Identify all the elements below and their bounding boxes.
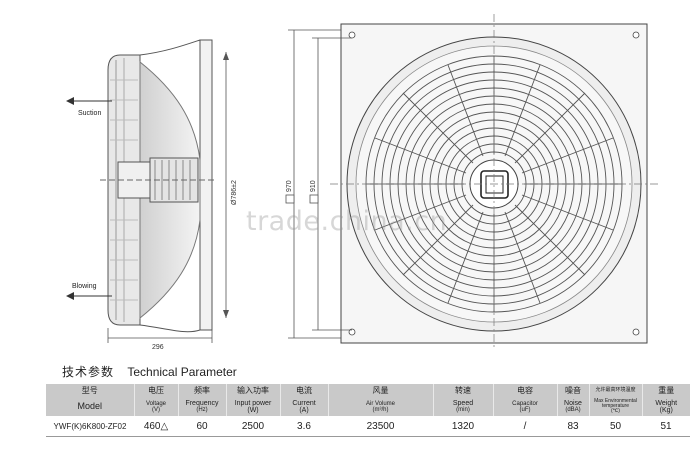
cell-capacitor: / xyxy=(493,416,557,437)
cell-speed: 1320 xyxy=(433,416,493,437)
header-unit-speed: (min) xyxy=(456,407,470,413)
header-en-noise: Noise(dBA) xyxy=(556,397,589,416)
header-en-input-power-text: Input power xyxy=(234,399,272,407)
table-header-cn: 型号 电压 频率 输入功率 电流 风量 转速 电容 噪音 允许最高环境温度 重量 xyxy=(46,384,690,397)
header-en-capacitor-text: Capacitor xyxy=(512,400,538,407)
header-unit-max-temp: (℃) xyxy=(611,408,620,414)
cell-input-power: 2500 xyxy=(226,416,280,437)
header-en-weight: Weight(Kg) xyxy=(641,397,690,416)
outer-dimension: 970 xyxy=(286,180,293,192)
inner-dimension: 910 xyxy=(310,180,317,192)
header-en-current-text: Current xyxy=(292,399,316,407)
depth-dimension: 296 xyxy=(152,344,164,350)
header-en-max-temp-text: Max Environmental temperature xyxy=(594,398,637,409)
header-en-weight-text: Weight xyxy=(655,399,678,407)
header-unit-weight: (Kg) xyxy=(659,406,673,414)
header-en-model: Model xyxy=(46,397,134,416)
header-cn-frequency: 频率 xyxy=(177,384,226,397)
cell-noise: 83 xyxy=(557,416,589,437)
header-unit-air-volume: (m³/h) xyxy=(372,406,389,413)
header-en-capacitor: Capacitor(uF) xyxy=(492,397,557,416)
cell-air-volume: 23500 xyxy=(328,416,433,437)
header-cn-max-temp: 允许最高环境温度 xyxy=(588,384,642,397)
header-cn-model: 型号 xyxy=(46,384,134,397)
watermark: trade.china.cn xyxy=(246,206,448,237)
header-en-air-volume: Air Volume(m³/h) xyxy=(327,397,433,416)
front-view xyxy=(330,14,660,350)
header-unit-noise: (dBA) xyxy=(565,407,581,413)
cell-voltage: 460△ xyxy=(134,416,178,437)
section-title-en: Technical Parameter xyxy=(127,365,237,379)
header-unit-current: (A) xyxy=(299,406,309,414)
header-en-speed-text: Speed xyxy=(452,400,474,407)
section-title: 技术参数 Technical Parameter xyxy=(62,363,237,380)
suction-label: Suction xyxy=(78,110,101,117)
header-en-air-volume-text: Air Volume xyxy=(365,400,395,407)
header-cn-weight: 重量 xyxy=(641,384,690,397)
cell-current: 3.6 xyxy=(280,416,328,437)
header-en-voltage-text: Voltage xyxy=(145,400,167,407)
header-unit-voltage: (V) xyxy=(152,406,160,413)
header-en-speed: Speed(min) xyxy=(432,397,493,416)
diameter-dimension: Ø786±2 xyxy=(231,180,238,205)
cell-model: YWF(K)6K800-ZF02 xyxy=(46,416,134,437)
section-title-cn: 技术参数 xyxy=(62,365,115,379)
table-row: YWF(K)6K800-ZF02 460△ 60 2500 3.6 23500 … xyxy=(46,416,690,437)
fan-technical-drawing: Suction Blowing Ø786±2 296 xyxy=(66,14,660,350)
header-cn-speed: 转速 xyxy=(432,384,493,397)
header-en-voltage: Voltage(V) xyxy=(133,397,178,416)
header-en-noise-text: Noise xyxy=(564,400,582,407)
header-en-model-text: Model xyxy=(77,401,102,411)
cell-weight: 51 xyxy=(642,416,690,437)
header-en-max-temp: Max Environmental temperature(℃) xyxy=(588,397,642,416)
header-cn-input-power: 输入功率 xyxy=(225,384,280,397)
header-unit-input-power: (W) xyxy=(247,406,259,414)
header-unit-capacitor: (uF) xyxy=(519,406,531,413)
front-dimensions xyxy=(285,29,352,339)
cell-frequency: 60 xyxy=(178,416,226,437)
header-en-input-power: Input power(W) xyxy=(225,397,280,416)
header-cn-capacitor: 电容 xyxy=(492,384,557,397)
header-cn-noise: 噪音 xyxy=(556,384,589,397)
side-view xyxy=(66,39,229,343)
header-en-frequency: Frequency(Hz) xyxy=(177,397,226,416)
header-cn-current: 电流 xyxy=(279,384,328,397)
header-unit-frequency: (Hz) xyxy=(196,407,208,413)
cell-max-temp: 50 xyxy=(589,416,642,437)
header-en-current: Current(A) xyxy=(279,397,328,416)
blowing-label: Blowing xyxy=(72,283,97,290)
header-en-frequency-text: Frequency xyxy=(185,400,219,407)
header-cn-air-volume: 风量 xyxy=(327,384,433,397)
header-cn-voltage: 电压 xyxy=(133,384,178,397)
table-header-en: Model Voltage(V) Frequency(Hz) Input pow… xyxy=(46,397,690,416)
technical-parameter-table: 型号 电压 频率 输入功率 电流 风量 转速 电容 噪音 允许最高环境温度 重量… xyxy=(46,384,690,437)
